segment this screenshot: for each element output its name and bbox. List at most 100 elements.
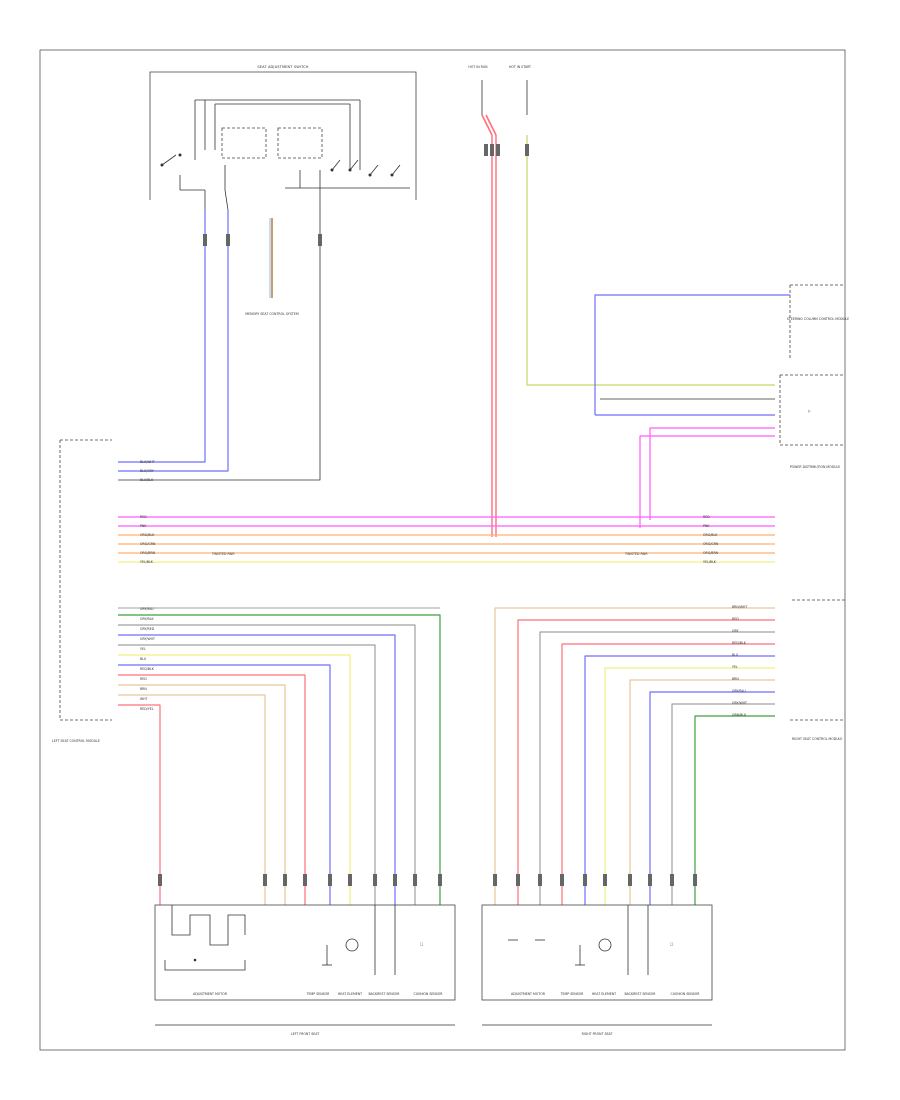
wire-left-seat: [118, 624, 416, 905]
connector: [560, 874, 564, 886]
connector: [648, 874, 652, 886]
wire-left-seat: [118, 654, 351, 905]
right-part-label: BACKREST SENSOR: [624, 992, 656, 996]
wire-blu-wht: [118, 210, 206, 463]
wire-label: YEL: [140, 647, 146, 651]
wire-label: GRY/BLK: [140, 617, 154, 621]
connector: [490, 144, 494, 156]
wire-left-seat: [118, 664, 331, 905]
wire-label: BLU/WHT: [140, 460, 155, 464]
right-upper-module: STEERING COLUMN CONTROL MODULE: [787, 284, 849, 360]
wire-label: GRY/WHT: [732, 701, 747, 705]
connector: [438, 874, 442, 886]
left-module: LEFT SEAT CONTROL MODULE: [52, 439, 112, 743]
wire-yel-grn: [526, 135, 775, 386]
svg-text:▷: ▷: [808, 409, 811, 413]
connector: [603, 874, 607, 886]
wire-label: GRY: [732, 629, 738, 633]
wire-label: WHT: [140, 697, 148, 701]
connector: [373, 874, 377, 886]
connector: [393, 874, 397, 886]
wire-label: ORG/GRN: [703, 542, 719, 546]
wire-label: RED/YEL: [140, 707, 154, 711]
memory-note: MEMORY SEAT CONTROL SYSTEM: [245, 218, 299, 316]
connector: [525, 144, 529, 156]
connector: [628, 874, 632, 886]
connector: [328, 874, 332, 886]
connector: [583, 874, 587, 886]
connector: [693, 874, 697, 886]
connector: [484, 144, 488, 156]
wire-label: ORG/BLK: [703, 533, 718, 537]
wire-layer: [118, 135, 790, 905]
twisted-pair-label-left: TWISTED PAIR: [211, 552, 235, 556]
ignition-label-a: HOT IN RUN: [468, 65, 488, 69]
right-mid-module: ▷ POWER DISTRIBUTION MODULE: [779, 374, 845, 469]
left-part-label: ADJUSTMENT MOTOR: [193, 992, 228, 996]
wire-pnk-b: [639, 435, 775, 528]
wire-label: BRN/WHT: [732, 605, 747, 609]
connector: [226, 234, 230, 246]
wire-right-seat: [604, 667, 775, 905]
wire-left-seat: [118, 674, 306, 905]
wire-left-seat: [118, 694, 266, 905]
wire-label: PNK: [703, 524, 710, 528]
wire-right-seat: [539, 631, 775, 905]
connector: [538, 874, 542, 886]
wire-label: BRN: [140, 687, 147, 691]
wire-label: GRN/BLK: [732, 713, 747, 717]
connector: [348, 874, 352, 886]
wire-left-seat: [118, 704, 161, 905]
wire-label: BLU/GRY: [140, 469, 154, 473]
ignition-label-b: HOT IN START: [509, 65, 531, 69]
wire-right-seat: [517, 619, 775, 905]
wire-blu-upper: [594, 294, 790, 415]
left-part-label: TEMP SENSOR: [306, 992, 331, 996]
right-upper-module-label: STEERING COLUMN CONTROL MODULE: [787, 317, 849, 321]
left-part-label: BACKREST SENSOR: [368, 992, 400, 996]
wire-label: YEL: [732, 665, 738, 669]
wire-label: ORG/BRN: [140, 551, 156, 555]
wire-label: YEL/BLK: [703, 560, 717, 564]
right-seat-components: □ ADJUSTMENT MOTOR TEMP SENSOR HEAT ELEM…: [481, 904, 713, 1036]
wire-label: RED/BLK: [140, 667, 155, 671]
seat-switch-label: SEAT ADJUSTMENT SWITCH: [257, 65, 308, 69]
right-module: RIGHT SEAT CONTROL MODULE: [790, 599, 845, 741]
wire-label: RED/BLK: [732, 641, 747, 645]
twisted-pair-label-right: TWISTED PAIR: [624, 552, 648, 556]
wire-label: RED: [703, 515, 710, 519]
svg-text:□: □: [420, 942, 424, 946]
wire-left-seat: [118, 634, 396, 905]
connector: [263, 874, 267, 886]
wire-label: GRY/WHT: [140, 637, 155, 641]
right-module-label: RIGHT SEAT CONTROL MODULE: [792, 737, 842, 741]
wire-label: BLU: [140, 657, 147, 661]
wire-label: BRN: [732, 677, 739, 681]
connector: [318, 234, 322, 246]
wire-label: PNK: [140, 524, 147, 528]
wire-label: GRY/BLU: [140, 607, 154, 611]
connector: [670, 874, 674, 886]
svg-text:□: □: [670, 942, 674, 946]
wire-right-seat: [494, 607, 775, 905]
wire-pnk-a: [649, 427, 775, 520]
connector: [203, 234, 207, 246]
wire-label: GRY/RED: [140, 627, 155, 631]
wire-right-seat: [584, 655, 775, 905]
left-seat-label: LEFT FRONT SEAT: [291, 1032, 319, 1036]
connector: [496, 144, 500, 156]
connector: [413, 874, 417, 886]
connector: [283, 874, 287, 886]
right-part-label: HEAT ELEMENT: [592, 992, 616, 996]
right-seat-label: RIGHT FRONT SEAT: [582, 1032, 613, 1036]
connector: [493, 874, 497, 886]
right-part-label: ADJUSTMENT MOTOR: [511, 992, 546, 996]
wire-left-seat: [118, 644, 376, 905]
wire-left-seat: [118, 614, 441, 905]
connector: [303, 874, 307, 886]
wire-blu-blk: [118, 210, 321, 481]
wire-right-seat: [694, 715, 775, 905]
wire-blu-gry: [118, 210, 229, 472]
wire-label-layer: BLU/WHT BLU/GRY BLU/BLK RED PNK ORG/BLK …: [140, 460, 747, 717]
wire-label: ORG/BLK: [140, 533, 155, 537]
